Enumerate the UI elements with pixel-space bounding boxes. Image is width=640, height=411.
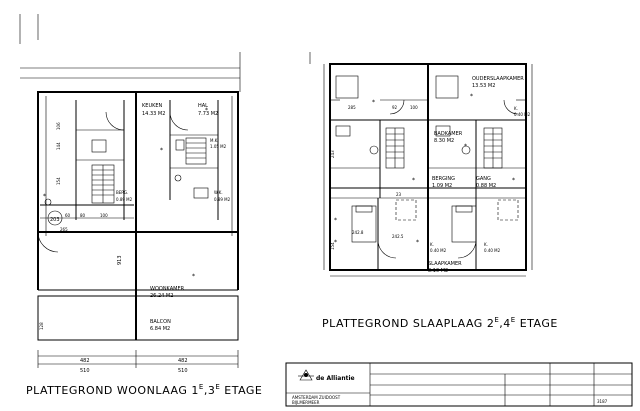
logo-text: de Alliantie xyxy=(316,375,355,382)
address-line-1: AMSTERDAM ZUIDOOST xyxy=(292,395,341,400)
room-berging: BERG. xyxy=(116,190,128,195)
svg-text:*: * xyxy=(43,193,46,200)
room-woonkamer-area: 26.24 M2 xyxy=(150,293,173,299)
room-hal-area: 7.73 M2 xyxy=(198,111,218,117)
title-block: de Alliantie AMSTERDAM ZUIDOOST BIJLMERM… xyxy=(285,362,633,407)
stair-right xyxy=(185,137,207,165)
dim-60: 60 xyxy=(65,213,71,218)
dim-265: 265 xyxy=(60,227,68,232)
svg-text:*: * xyxy=(412,177,415,184)
room-berging-r: BERGING xyxy=(432,176,455,182)
dim-203: 203 xyxy=(50,217,60,223)
dim-128: 128 xyxy=(39,322,44,330)
dim-100-r: 100 xyxy=(410,105,418,110)
alliantie-logo-icon xyxy=(298,369,314,381)
bed-right-bottom xyxy=(451,205,477,243)
dim-23: 23 xyxy=(396,192,402,197)
dim-154: 154 xyxy=(56,177,61,185)
dim-80: 80 xyxy=(80,213,86,218)
dim-510-b: 510 xyxy=(178,368,188,374)
svg-text:*: * xyxy=(464,143,467,150)
dim-482-b: 482 xyxy=(178,358,188,364)
bed-left-bottom xyxy=(351,205,377,243)
room-mk-area: 1.05 M2 xyxy=(210,144,227,149)
svg-text:*: * xyxy=(470,93,473,100)
svg-text:*: * xyxy=(160,147,163,154)
kitchen-sink xyxy=(91,139,107,153)
room-woonkamer: WOONKAMER xyxy=(150,286,185,292)
right-plan-title: PLATTEGROND SLAAPLAAG 2E,4E ETAGE xyxy=(322,316,558,330)
room-k3: K. xyxy=(484,242,488,247)
dim-242-5: 242.5 xyxy=(392,234,404,239)
stair-right-plan-b xyxy=(483,127,503,169)
dim-510-a: 510 xyxy=(80,368,90,374)
room-hal: HAL xyxy=(198,103,208,109)
left-plan-title: PLATTEGROND WOONLAAG 1E,3E ETAGE xyxy=(26,383,262,397)
room-k1-area: 0.40 M2 xyxy=(514,112,531,117)
left-plan: * * * * KEUKEN 14.33 M2 HAL 7.73 M2 M.K.… xyxy=(19,14,262,397)
dim-100: 100 xyxy=(100,213,108,218)
room-badkamer: BADKAMER xyxy=(434,131,463,137)
svg-text:*: * xyxy=(192,273,195,280)
room-balcon: BALCON xyxy=(150,319,171,325)
svg-text:*: * xyxy=(205,107,208,114)
room-ouderslaapkamer: OUDERSLAAPKAMER xyxy=(472,76,524,82)
stair-right-plan-a xyxy=(385,127,405,169)
dim-243: 243 xyxy=(330,150,335,158)
dim-154-r: 154 xyxy=(330,242,335,250)
svg-text:*: * xyxy=(334,239,337,246)
room-k3-area: 0.40 M2 xyxy=(484,248,501,253)
room-wk: W.K. xyxy=(214,190,223,195)
room-k2-area: 0.40 M2 xyxy=(430,248,447,253)
room-keuken: KEUKEN xyxy=(142,103,163,109)
dim-913: 913 xyxy=(117,255,123,265)
room-ouderslaapkamer-area: 13.53 M2 xyxy=(472,83,495,89)
room-k2: K. xyxy=(430,242,434,247)
dim-242-8: 242.8 xyxy=(352,230,364,235)
bed-left-top xyxy=(335,75,359,99)
svg-text:*: * xyxy=(416,239,419,246)
room-mk: M.K. xyxy=(210,138,219,143)
dim-285: 285 xyxy=(348,105,356,110)
room-gang-area: 0.88 M2 xyxy=(476,183,496,189)
room-wk-area: 0.89 M2 xyxy=(214,197,231,202)
tb-r3c4: 3187 xyxy=(597,399,608,404)
room-berging-area: 0.89 M2 xyxy=(116,197,133,202)
room-k1: K. xyxy=(514,106,518,111)
dim-144: 144 xyxy=(56,142,61,150)
dim-92: 92 xyxy=(392,105,398,110)
room-berging-r-area: 1.09 M2 xyxy=(432,183,452,189)
address-line-2: BIJLMERMEER xyxy=(292,400,320,405)
room-slaapkamer-area: 8.10 M2 xyxy=(428,268,448,274)
stair-left xyxy=(91,164,115,204)
bed-right-top xyxy=(435,75,459,99)
dim-482-a: 482 xyxy=(80,358,90,364)
room-balcon-area: 6.84 M2 xyxy=(150,326,170,332)
svg-text:*: * xyxy=(372,99,375,106)
dim-106: 106 xyxy=(56,122,61,130)
right-plan: * * * * * * * * OUDERSLAAPKAMER 13.53 M2… xyxy=(309,52,558,330)
room-slaapkamer: SLAAPKAMER xyxy=(428,261,462,267)
room-gang: GANG xyxy=(476,176,491,182)
svg-text:*: * xyxy=(334,217,337,224)
dim-bubble xyxy=(47,210,63,226)
room-badkamer-area: 8.30 M2 xyxy=(434,138,454,144)
room-keuken-area: 14.33 M2 xyxy=(142,111,165,117)
balcony-outline xyxy=(37,295,239,341)
toilet xyxy=(175,139,185,151)
svg-text:*: * xyxy=(512,177,515,184)
